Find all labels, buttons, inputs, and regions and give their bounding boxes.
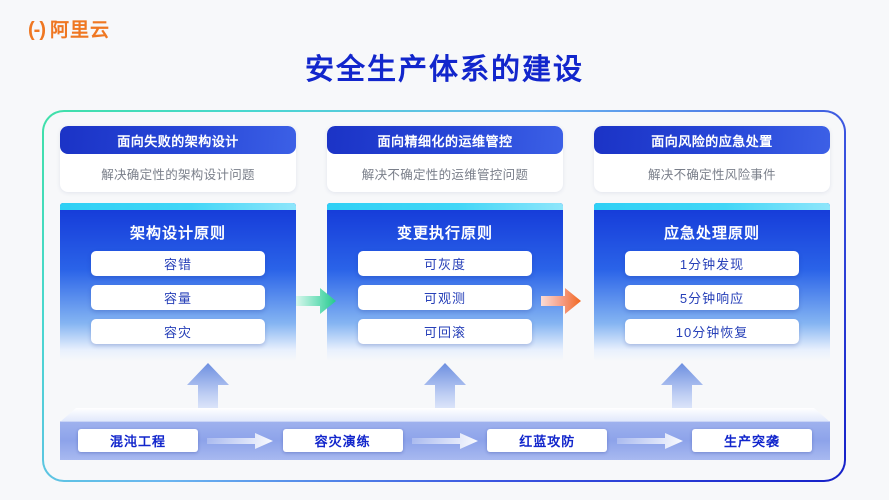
header-card-subtitle: 解决确定性的架构设计问题 — [101, 167, 255, 182]
up-arrow-icon — [424, 363, 466, 419]
panel-architecture-principles: 架构设计原则 容错 容量 容灾 — [60, 203, 296, 361]
header-card-subtitle: 解决不确定性的运维管控问题 — [361, 167, 529, 182]
header-card-architecture: 面向失败的架构设计 解决确定性的架构设计问题 — [60, 126, 296, 192]
header-card-operations: 面向精细化的运维管控 解决不确定性的运维管控问题 — [327, 126, 563, 192]
up-arrow-icon — [187, 363, 229, 419]
foundation-item-production-raid: 生产突袭 — [691, 429, 812, 452]
panel-title: 应急处理原则 — [663, 225, 760, 242]
foundation-item-chaos-engineering: 混沌工程 — [78, 429, 198, 452]
flow-arrow-icon — [207, 432, 274, 449]
panel-item-list: 1分钟发现 5分钟响应 10分钟恢复 — [625, 251, 799, 344]
foundation-bar-top-face — [60, 408, 830, 422]
panel-item: 容量 — [91, 285, 265, 310]
panel-item: 可灰度 — [358, 251, 532, 276]
foundation-item-red-blue: 红蓝攻防 — [487, 429, 608, 452]
panel-emergency-handling-principles: 应急处理原则 1分钟发现 5分钟响应 10分钟恢复 — [594, 203, 830, 361]
panel-change-execution-principles: 变更执行原则 可灰度 可观测 可回滚 — [327, 203, 563, 361]
panel-item-list: 可灰度 可观测 可回滚 — [358, 251, 532, 344]
brand-name: 阿里云 — [49, 19, 110, 41]
alibaba-cloud-logo: (-) 阿里云 — [28, 20, 110, 40]
panel-item: 10分钟恢复 — [625, 319, 799, 344]
header-card-title: 面向风险的应急处置 — [594, 126, 830, 154]
panel-item-list: 容错 容量 容灾 — [91, 251, 265, 344]
header-card-emergency: 面向风险的应急处置 解决不确定性风险事件 — [594, 126, 830, 192]
header-card-subtitle: 解决不确定性风险事件 — [647, 167, 776, 182]
principle-panel-row: 架构设计原则 容错 容量 容灾 变更执行原则 可灰度 可观测 可回滚 应急处理原… — [60, 203, 830, 361]
connector-arrow-orange-icon — [541, 288, 581, 314]
panel-title: 架构设计原则 — [129, 225, 226, 242]
foundation-bar: 混沌工程 容灾演练 红蓝攻防 生产突袭 — [60, 408, 830, 460]
header-card-row: 面向失败的架构设计 解决确定性的架构设计问题 面向精细化的运维管控 解决不确定性… — [60, 126, 830, 192]
panel-title: 变更执行原则 — [396, 225, 493, 242]
flow-arrow-icon — [616, 432, 683, 449]
connector-arrow-green-icon — [296, 288, 336, 314]
header-card-title: 面向精细化的运维管控 — [327, 126, 563, 154]
flow-arrow-icon — [411, 432, 478, 449]
panel-item: 5分钟响应 — [625, 285, 799, 310]
cloud-bracket-icon: (-) — [28, 19, 46, 41]
up-arrow-icon — [661, 363, 703, 419]
panel-item: 可回滚 — [358, 319, 532, 344]
header-card-title: 面向失败的架构设计 — [60, 126, 296, 154]
panel-top-accent — [594, 203, 830, 210]
page-title: 安全生产体系的建设 — [304, 54, 584, 86]
foundation-item-dr-drill: 容灾演练 — [282, 429, 403, 452]
panel-item: 容错 — [91, 251, 265, 276]
panel-item: 容灾 — [91, 319, 265, 344]
foundation-item-row: 混沌工程 容灾演练 红蓝攻防 生产突袭 — [60, 421, 830, 460]
panel-top-accent — [60, 203, 296, 210]
panel-top-accent — [327, 203, 563, 210]
panel-item: 可观测 — [358, 285, 532, 310]
panel-item: 1分钟发现 — [625, 251, 799, 276]
